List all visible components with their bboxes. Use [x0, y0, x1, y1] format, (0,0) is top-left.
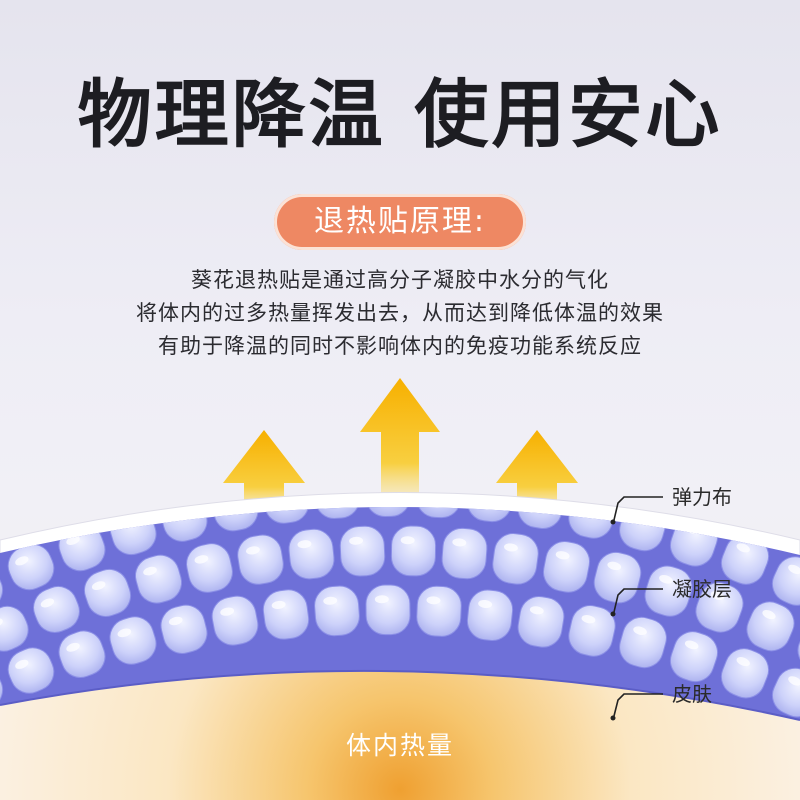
gel-bead-highlight: [788, 564, 800, 575]
gel-bead: [314, 506, 360, 519]
gel-bead-highlight: [736, 543, 750, 553]
gel-bead: [211, 595, 259, 646]
principle-line-3: 有助于降温的同时不影响体内的免疫功能系统反应: [158, 334, 642, 358]
gel-bead-highlight: [143, 566, 157, 576]
gel-bead: [517, 595, 565, 648]
gel-bead: [7, 647, 55, 694]
gel-bead: [390, 525, 437, 577]
gel-bead: [695, 582, 744, 633]
gel-bead-highlight: [15, 659, 29, 669]
gel-bead: [720, 648, 770, 699]
gel-bead: [416, 506, 462, 519]
gel-bead: [0, 605, 29, 652]
gel-bead-highlight: [15, 556, 29, 566]
heat-arrow-right: [496, 430, 578, 525]
gel-bead-highlight: [684, 640, 699, 650]
gel-bead-highlight: [168, 616, 183, 626]
gel-bead: [134, 554, 183, 604]
headline: 物理降温 使用安心: [77, 72, 723, 158]
gel-bead: [314, 585, 360, 637]
gel-bead-highlight: [349, 536, 364, 545]
gel-bead-highlight: [581, 615, 596, 624]
gel-bead: [160, 604, 208, 654]
principle-label: 退热贴原理:: [313, 204, 487, 239]
callout-skin: 皮肤: [672, 682, 712, 706]
gel-bead: [466, 589, 514, 642]
gel-bead-highlight: [220, 607, 235, 616]
gel-bead: [237, 534, 284, 585]
gel-bead: [416, 585, 462, 637]
gel-bead-highlight: [788, 676, 800, 686]
gel-bead: [771, 667, 800, 718]
gel-bead-highlight: [659, 574, 673, 584]
gel-bead-highlight: [117, 628, 132, 638]
heat-arrow-left: [223, 430, 305, 525]
gel-bead: [669, 631, 719, 683]
gel-bead: [619, 616, 667, 669]
gel-bead-highlight: [762, 610, 776, 620]
gel-bead: [58, 630, 106, 678]
gel-bead-highlight: [245, 546, 260, 555]
gel-bead-highlight: [271, 600, 286, 609]
gel-bead-highlight: [607, 561, 622, 571]
gel-bead-highlight: [91, 581, 106, 591]
gel-bead-highlight: [66, 642, 80, 652]
callout-line-skin: [613, 693, 663, 717]
principle-badge: 退热贴原理:: [274, 194, 526, 250]
gel-bead-highlight: [478, 480, 493, 489]
callout-gel-layer: 凝胶层: [672, 577, 732, 601]
gel-bead: [644, 565, 693, 617]
gel-bead: [365, 584, 411, 636]
gel-bead: [109, 616, 157, 665]
gel-bead-highlight: [504, 543, 518, 552]
principle-line-1: 葵花退热贴是通过高分子凝胶中水分的气化: [191, 268, 609, 292]
gel-bead: [746, 601, 795, 652]
gel-bead-highlight: [374, 595, 389, 604]
gel-bead-highlight: [478, 599, 493, 609]
gel-bead-highlight: [194, 555, 209, 564]
gel-bead: [83, 568, 132, 617]
gel-bead-highlight: [426, 596, 441, 605]
heat-arrow-center: [360, 378, 440, 520]
callout-line-cloth: [613, 496, 663, 521]
gel-bead-highlight: [633, 626, 647, 636]
gel-bead: [441, 527, 488, 580]
body-heat-label: 体内热量: [345, 731, 454, 760]
gel-bead: [593, 551, 642, 604]
callout-line-gel: [613, 588, 663, 613]
gel-bead-highlight: [297, 540, 312, 549]
gel-bead-highlight: [323, 479, 338, 488]
callout-elastic-cloth: 弹力布: [672, 485, 732, 509]
gel-bead-highlight: [555, 551, 570, 560]
gel-bead: [186, 543, 233, 593]
gel-bead: [288, 528, 335, 580]
gel-bead: [33, 585, 80, 633]
principle-line-2: 将体内的过多热量挥发出去，从而达到降低体温的效果: [136, 301, 664, 325]
gel-bead-highlight: [66, 536, 80, 546]
gel-bead: [771, 556, 800, 606]
gel-bead-highlight: [452, 538, 467, 547]
gel-bead: [339, 525, 386, 577]
gel-bead: [568, 605, 616, 657]
gel-bead-highlight: [529, 606, 544, 615]
gel-bead: [517, 506, 565, 530]
gel-bead-highlight: [40, 598, 55, 608]
gel-bead: [365, 506, 411, 517]
gel-bead-highlight: [710, 591, 725, 601]
skin-region: [0, 665, 800, 800]
gel-bead-highlight: [400, 536, 415, 545]
gel-bead-highlight: [323, 596, 338, 605]
gel-bead: [542, 541, 591, 593]
gel-bead-highlight: [426, 477, 440, 486]
gel-bead-highlight: [736, 657, 750, 667]
